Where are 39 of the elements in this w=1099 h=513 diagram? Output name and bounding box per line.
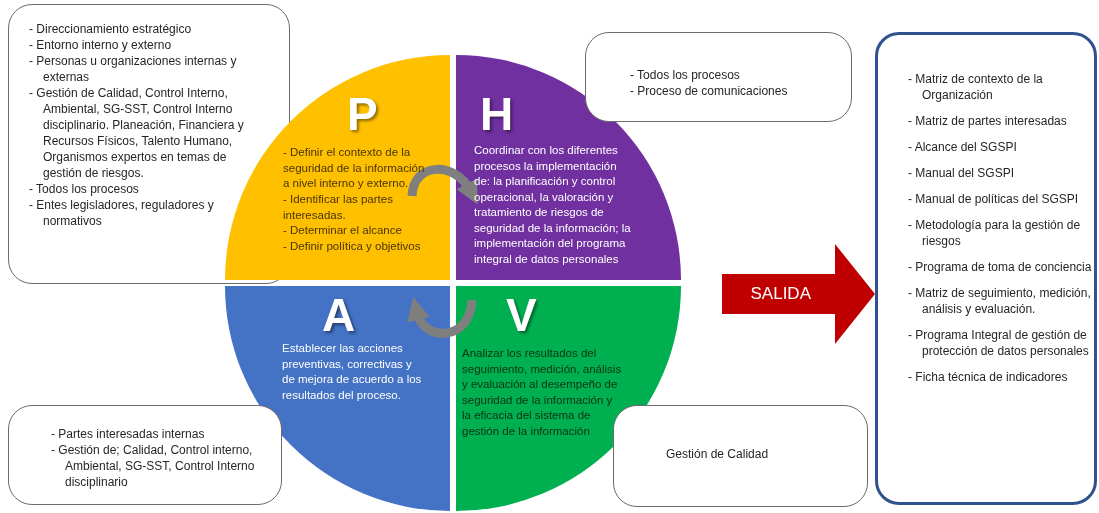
phase-description: Analizar los resultados del seguimiento, medición, análisis y evaluación al desempeño de seguridad de la información y la eficacia del sistema de gestión de la información: [462, 346, 623, 439]
phase-description: - Determinar el alcance: [283, 223, 403, 238]
phase-description: - Definir el contexto de la seguridad de la información a nivel interno y externo.: [283, 145, 426, 191]
phase-letter: A: [322, 292, 356, 338]
input-box: [585, 32, 852, 122]
output-box: [875, 32, 1097, 505]
phase-letter: V: [506, 292, 537, 338]
list-item: - Gestión de Calidad, Control Interno, Ambiental, SG-SST, Control Interno disciplinario. Planeación, Financiera y Recursos Físicos, Talento Humano, Organismos expertos en temas de gestión de riesgos.: [29, 85, 245, 181]
list-item: - Direccionamiento estratégico: [29, 21, 193, 37]
list-item: - Metodología para la gestión de riesgos: [908, 217, 1082, 249]
list-item: - Entorno interno y externo: [29, 37, 173, 53]
list-item: - Alcance del SGSPI: [908, 139, 1018, 155]
list-item: - Personas u organizaciones internas y externas: [29, 53, 238, 85]
list-item: - Programa Integral de gestión de protección de datos personales: [908, 327, 1090, 359]
block-arrow: [722, 244, 875, 344]
phase-letter: P: [347, 91, 378, 137]
edge-label: SALIDA: [750, 284, 811, 304]
list-item: - Matriz de partes interesadas: [908, 113, 1068, 129]
list-item: - Partes interesadas internas: [51, 426, 206, 442]
phase-description: Coordinar con los diferentes procesos la implementación de: la planificación y control operacional, la valoración y tratamiento de riesgos de seguridad de la información; la implementación del programa integral de datos personales: [474, 143, 632, 267]
phase-description: - Identificar las partes interesadas.: [283, 192, 394, 223]
list-item: - Programa de toma de conciencia: [908, 259, 1093, 275]
list-item: - Manual del SGSPI: [908, 165, 1016, 181]
list-item: - Entes legisladores, reguladores y normativos: [29, 197, 215, 229]
list-item: - Todos los procesos: [29, 181, 140, 197]
list-item: - Gestión de; Calidad, Control interno, Ambiental, SG-SST, Control Interno disciplinario: [51, 442, 256, 490]
list-item: Gestión de Calidad: [666, 446, 770, 462]
list-item: - Proceso de comunicaciones: [630, 83, 789, 99]
list-item: - Matriz de contexto de la Organización: [908, 71, 1044, 103]
list-item: - Ficha técnica de indicadores: [908, 369, 1069, 385]
input-box: [8, 405, 282, 505]
list-item: - Todos los procesos: [630, 67, 741, 83]
curved-arrow: [407, 164, 479, 204]
phase-letter: H: [480, 91, 514, 137]
list-item: - Matriz de seguimiento, medición, análisis y evaluación.: [908, 285, 1092, 317]
list-item: - Manual de políticas del SGSPI: [908, 191, 1080, 207]
phase-description: - Definir política y objetivos: [283, 239, 422, 254]
phase-description: Establecer las acciones preventivas, correctivas y de mejora de acuerdo a los resultados del proceso.: [282, 341, 423, 403]
input-box: [613, 405, 868, 507]
